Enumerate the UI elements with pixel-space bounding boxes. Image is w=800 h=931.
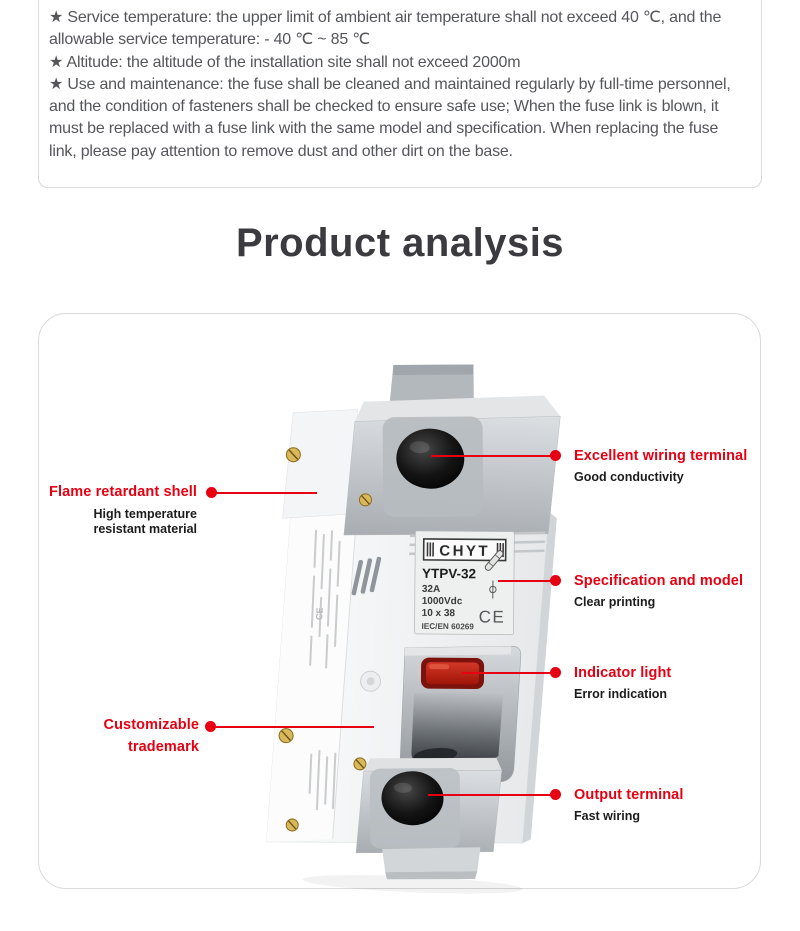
product-label: CHYT YTPV-32 32A 1000Vdc 10 x 38 IEC/EN … — [414, 530, 515, 636]
callout-flame-retardant-shell: Flame retardant shell High temperature r… — [49, 482, 197, 537]
carrier-top-highlight — [404, 646, 512, 656]
output-terminal-top — [363, 757, 502, 772]
din-rail-clip-top — [392, 364, 474, 375]
product-photo: CE — [266, 364, 561, 894]
callout-line — [212, 726, 374, 728]
output-terminal-hole — [381, 771, 444, 826]
fuse-carrier — [399, 646, 522, 784]
standard-code: IEC/EN 60269 — [421, 622, 474, 631]
callout-wiring-terminal: Excellent wiring terminal Good conductiv… — [574, 446, 747, 485]
callout-line — [431, 455, 555, 457]
current-rating: 32A — [422, 584, 440, 595]
panel-seam — [332, 509, 358, 839]
callout-title: Flame retardant shell — [49, 484, 197, 500]
notice-item-altitude: ★ Altitude: the altitude of the installa… — [49, 53, 521, 71]
callout-dot — [205, 721, 216, 732]
notice-item-use-maintenance: ★ Use and maintenance: the fuse shall be… — [49, 75, 731, 160]
callout-customizable-trademark: Customizable trademark — [104, 715, 199, 758]
callout-subtitle: Fast wiring — [574, 809, 640, 823]
screw-side-a — [285, 447, 301, 463]
input-terminal-top — [354, 395, 561, 422]
fuse-holder-body: CE — [266, 364, 561, 894]
input-terminal-highlight — [409, 441, 430, 454]
callout-title: Output terminal — [574, 787, 684, 803]
callout-dot — [550, 450, 561, 461]
callout-dot — [550, 575, 561, 586]
fuse-size: 10 x 38 — [422, 608, 456, 619]
callout-line — [462, 672, 555, 674]
side-ce-mark: CE — [314, 607, 325, 620]
callout-title: Customizable — [103, 717, 199, 733]
callout-title: Specification and model — [574, 573, 744, 589]
callout-dot — [550, 789, 561, 800]
callout-specification-model: Specification and model Clear printing — [574, 571, 743, 610]
fuse-symbol-icon — [489, 580, 497, 599]
screw-side-b — [278, 728, 294, 744]
side-print-marks — [308, 529, 341, 811]
callout-line — [212, 492, 317, 494]
voltage-rating: 1000Vdc — [422, 596, 463, 607]
notice-item-service-temperature: ★ Service temperature: the upper limit o… — [49, 9, 722, 49]
product-analysis-panel: CE — [38, 313, 761, 894]
callout-subtitle: High temperature — [93, 507, 198, 521]
callout-title: Excellent wiring terminal — [574, 448, 748, 464]
screw-side-d — [285, 818, 299, 832]
fuse-link-icon — [484, 550, 504, 571]
callout-output-terminal: Output terminal Fast wiring — [574, 785, 683, 824]
callout-title: trademark — [127, 739, 199, 755]
input-terminal-hole — [396, 428, 465, 489]
callout-subtitle: Good conductivity — [574, 470, 684, 484]
recessed-circle-center — [366, 677, 375, 686]
callout-dot — [206, 487, 217, 498]
vent-slits — [351, 556, 382, 596]
callout-subtitle: resistant material — [93, 522, 197, 536]
page-title: Product analysis — [235, 221, 565, 265]
callout-line — [428, 794, 555, 796]
bottom-foot-edge — [385, 871, 478, 880]
screw-slot — [361, 495, 370, 505]
notice-box: ★ Service temperature: the upper limit o… — [38, 0, 762, 188]
product-shadow — [302, 874, 523, 894]
output-terminal-highlight — [393, 782, 412, 793]
brand-name: CHYT — [439, 543, 490, 560]
callout-title: Indicator light — [574, 665, 672, 681]
callout-dot — [550, 667, 561, 678]
callout-line — [498, 580, 555, 582]
indicator-window — [420, 657, 485, 690]
bottom-foot — [382, 847, 481, 873]
screw-side-c — [353, 757, 367, 771]
callout-subtitle: Clear printing — [574, 595, 656, 609]
ce-mark: CE — [479, 607, 506, 626]
callout-subtitle: Error indication — [574, 687, 668, 701]
model-number: YTPV-32 — [422, 566, 476, 581]
brand-logo-box — [422, 538, 507, 562]
housing-right-edge — [522, 511, 557, 844]
callout-indicator-light: Indicator light Error indication — [574, 663, 671, 702]
